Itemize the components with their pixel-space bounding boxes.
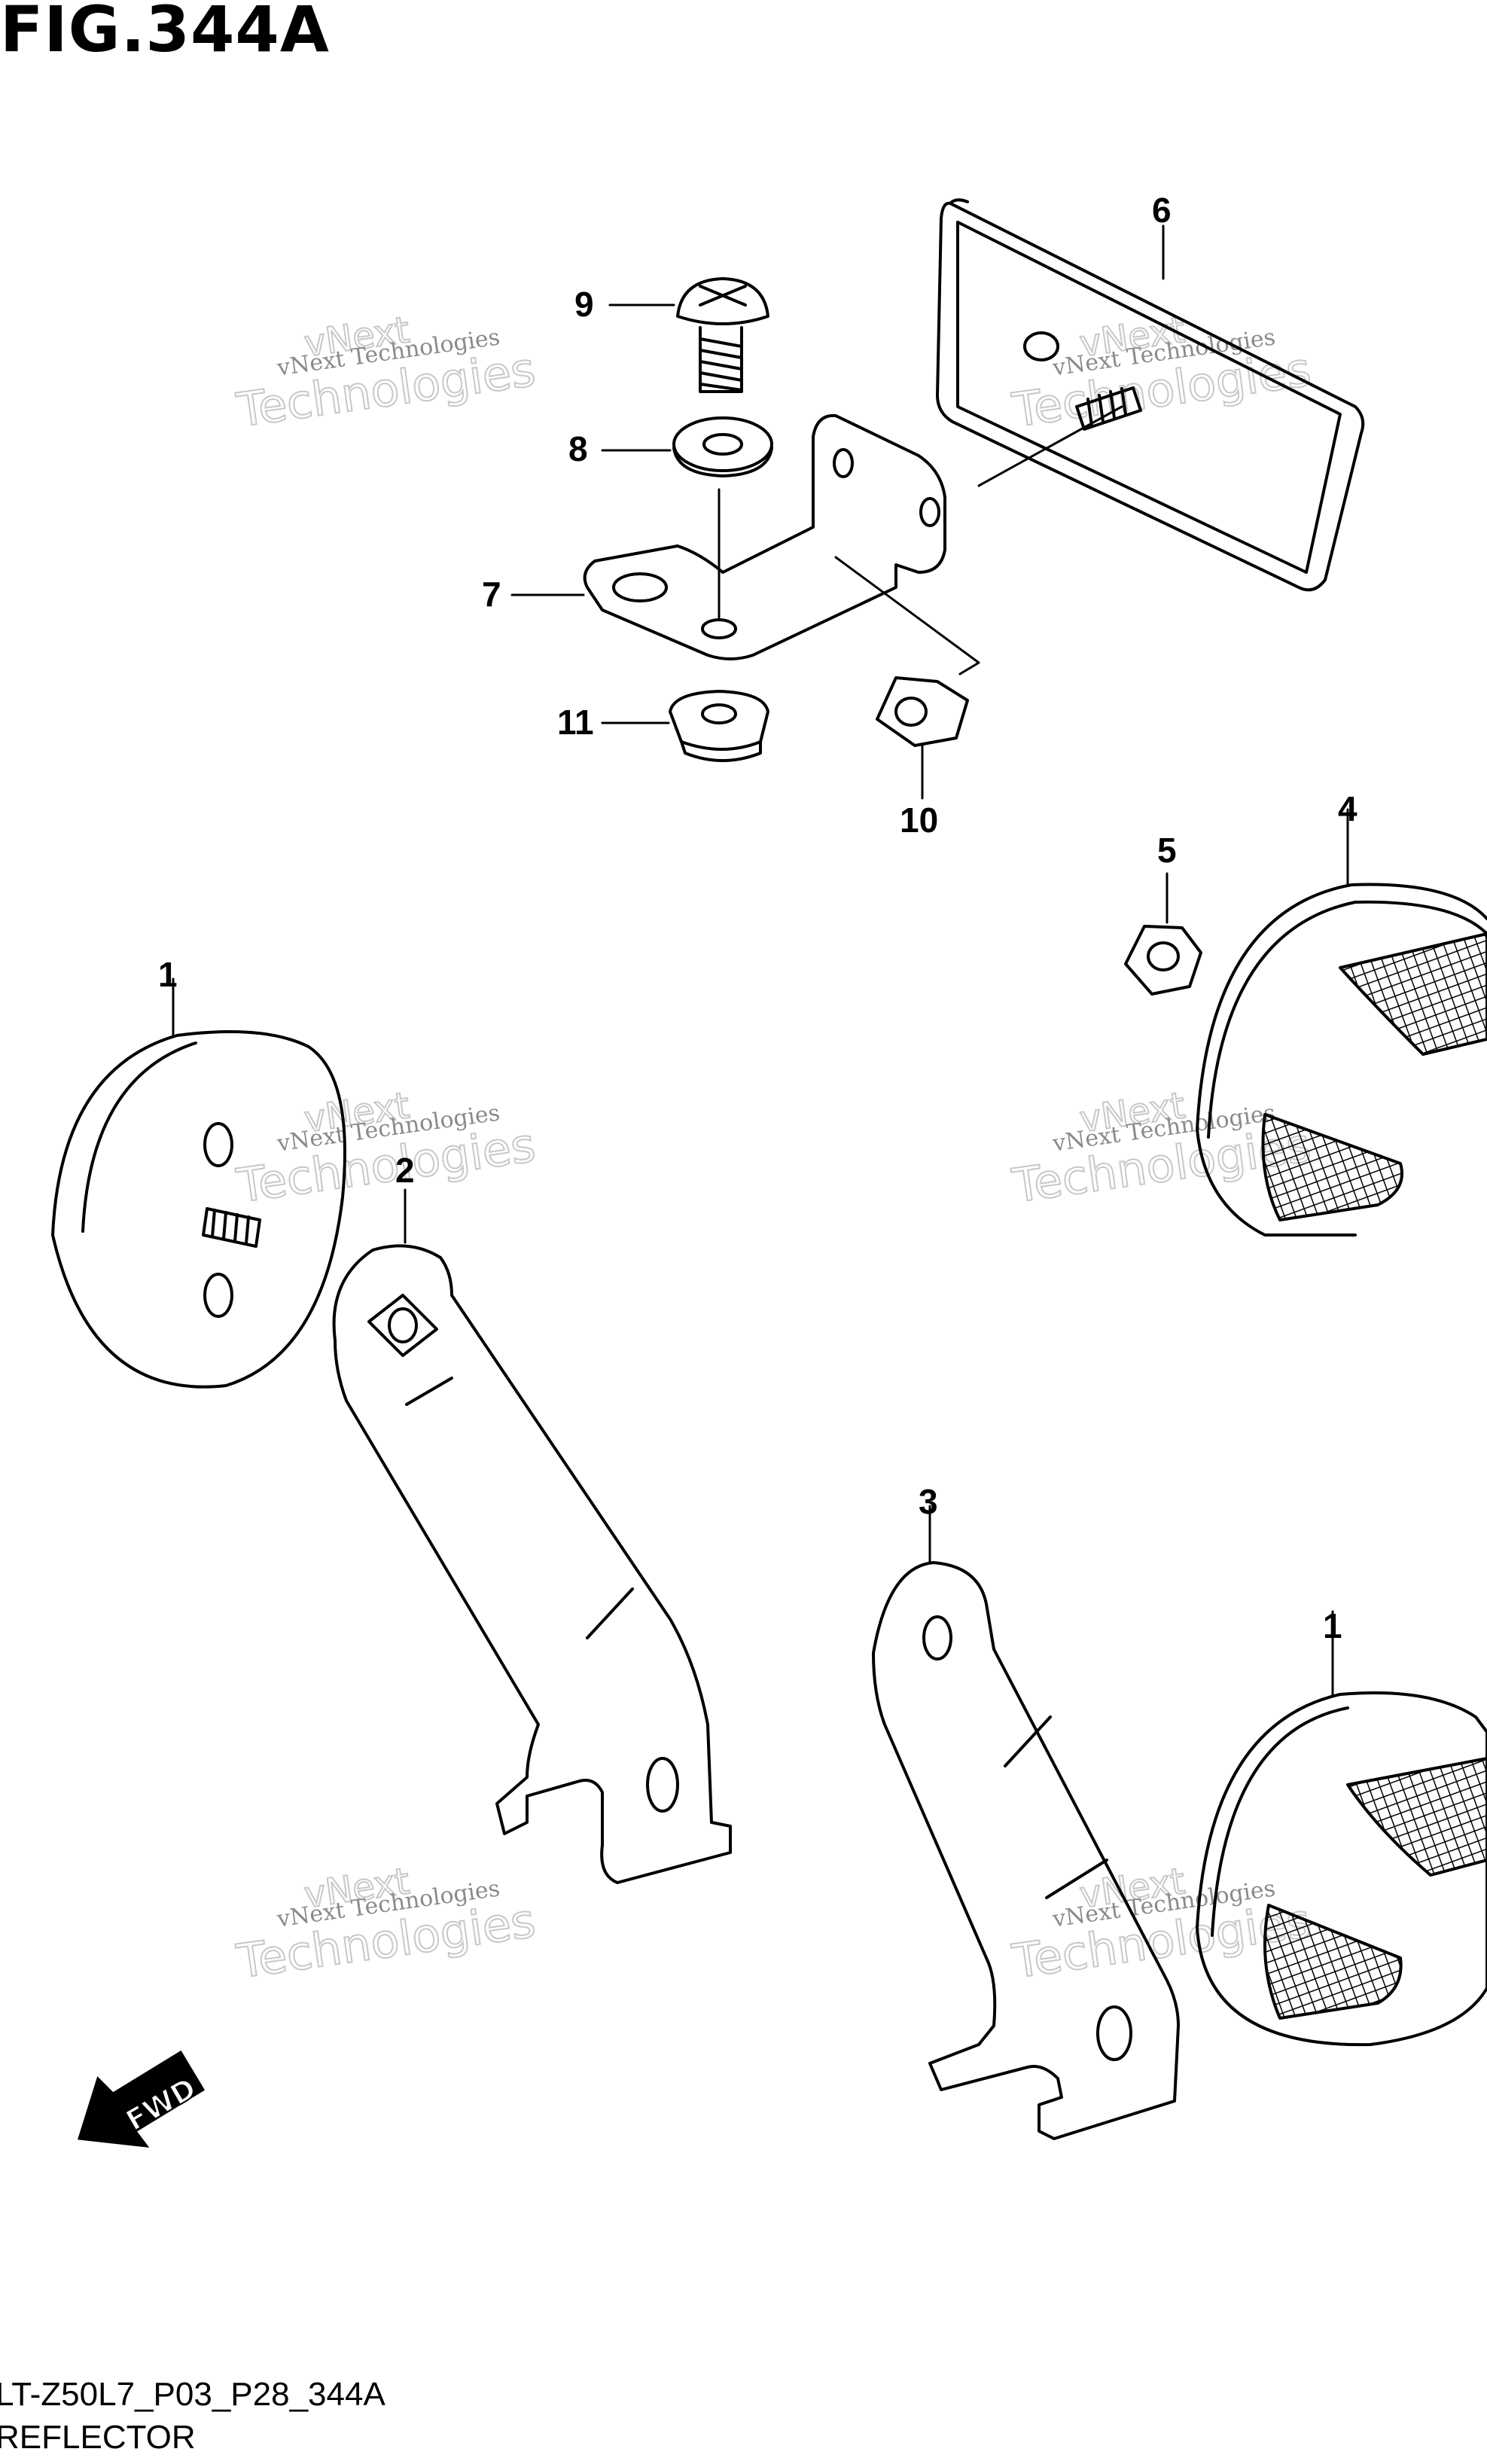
callout-7: 7 xyxy=(482,575,501,614)
part-4-round-reflector xyxy=(1196,808,1487,1237)
part-3-bracket xyxy=(872,1505,1180,2140)
callout-1-right: 1 xyxy=(1323,1606,1342,1645)
figure-name: REFLECTOR xyxy=(0,2419,196,2456)
part-2-bracket xyxy=(332,1188,732,1884)
callout-3: 3 xyxy=(919,1482,938,1521)
watermark: vNext vNext Technologies Technologies xyxy=(233,308,540,438)
callout-10: 10 xyxy=(900,800,938,840)
fwd-arrow: FWD xyxy=(78,2050,206,2148)
watermark: vNext vNext Technologies Technologies xyxy=(233,1859,540,1990)
figure-title: FIG.344A xyxy=(0,0,330,66)
part-1-reflector-left xyxy=(51,977,346,1389)
callout-2: 2 xyxy=(395,1151,415,1190)
callout-4: 4 xyxy=(1338,789,1357,828)
callout-6: 6 xyxy=(1152,191,1172,230)
part-5-nut xyxy=(1124,872,1202,996)
callout-5: 5 xyxy=(1157,831,1177,870)
callout-11: 11 xyxy=(557,703,594,742)
part-1-reflector-right xyxy=(1196,1610,1487,2047)
figure-code: LT-Z50L7_P03_P28_344A xyxy=(0,2376,385,2413)
part-11-nut xyxy=(669,690,769,762)
watermark-group: vNext vNext Technologies Technologies vN… xyxy=(233,308,1315,1990)
callout-labels: 1 2 3 4 5 6 7 8 9 10 11 1 xyxy=(158,191,1357,1645)
part-9-bolt xyxy=(676,277,769,393)
part-7-bracket xyxy=(583,405,1123,675)
part-6-rect-reflector xyxy=(936,198,1365,592)
callout-8: 8 xyxy=(568,429,588,468)
watermark: vNext vNext Technologies Technologies xyxy=(233,1084,540,1214)
callout-9: 9 xyxy=(574,285,594,324)
part-8-washer xyxy=(672,416,773,477)
leader-lines xyxy=(510,224,1165,724)
watermark: vNext vNext Technologies Technologies xyxy=(1008,308,1315,438)
part-10-nut xyxy=(876,676,969,800)
callout-1-left: 1 xyxy=(158,955,178,994)
